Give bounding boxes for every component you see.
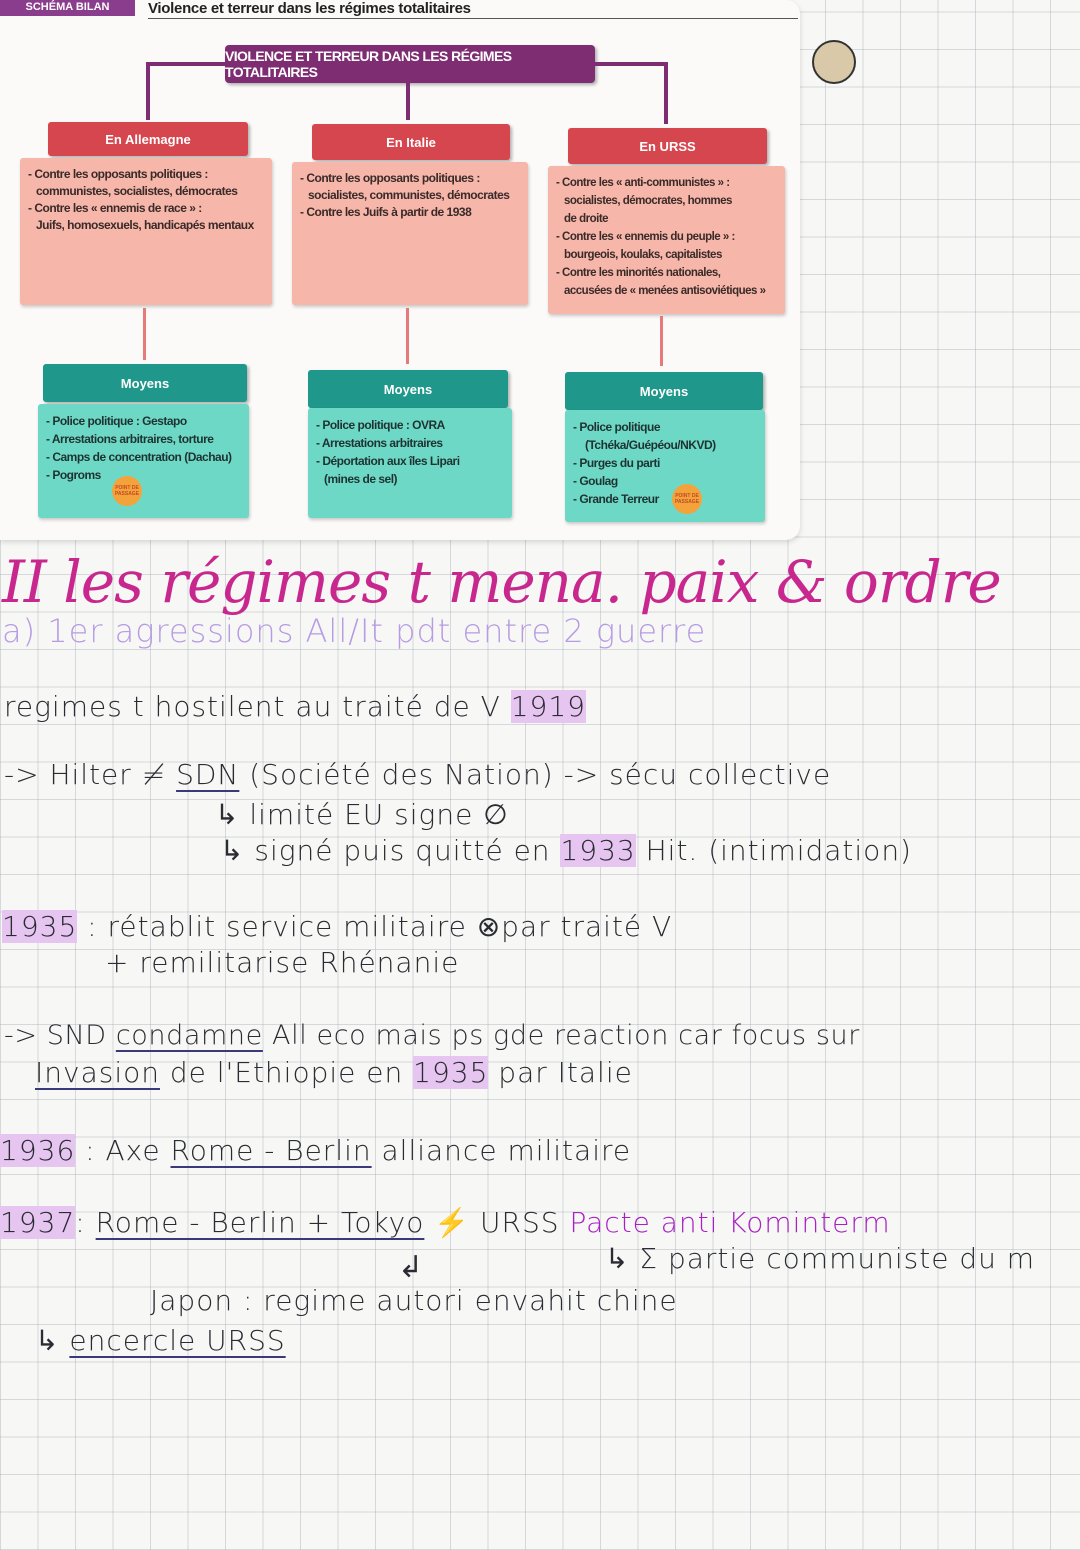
divider [148,18,798,19]
note-line: 1936 : Axe Rome - Berlin alliance milita… [0,1134,631,1167]
underlined-text: Invasion [35,1056,160,1089]
header-urss: En URSS [568,128,767,164]
targets-urss: - Contre les « anti-communistes » : soci… [548,166,785,314]
connector [664,62,668,124]
note-line: regimes t hostilent au traité de V 1919 [4,690,586,723]
text: (Tchéka/Guépéou/NKVD) [585,438,716,452]
text: (Société des Nation) -> sécu collective [239,758,832,791]
text: - Contre les Juifs à partir de 1938 [300,205,472,219]
text: : rétablit service militaire ⊗par traité… [77,910,673,943]
text: - Goulag [573,474,618,488]
text: - Contre les « ennemis de race » : [28,201,202,215]
targets-germany: - Contre les opposants politiques : comm… [20,158,272,305]
text: accusées de « menées antisoviétiques » [564,285,766,297]
text: - Arrestations arbitraires [316,436,443,450]
year-highlight: 1933 [560,834,636,867]
text: ↳ [35,1324,70,1357]
arrow-icon: ↲ [398,1250,425,1285]
text: par Italie [488,1056,633,1089]
underlined-text: SDN [176,758,240,791]
connector [406,83,410,120]
connector [148,62,226,66]
means-urss: - Police politique (Tchéka/Guépéou/NKVD)… [565,410,765,522]
note-line: -> Hilter ≠ SDN (Société des Nation) -> … [4,758,831,791]
underlined-text: Rome - Berlin + Tokyo [95,1206,425,1239]
text: Juifs, homosexuels, handicapés mentaux [36,218,254,232]
note-line: 1935 : rétablit service militaire ⊗par t… [2,910,672,943]
text: - Contre les minorités nationales, [556,267,721,279]
text: - Contre les opposants politiques : [28,167,208,181]
text: All eco mais ps gde reaction car focus s… [262,1020,860,1051]
subsection-title: a) 1er agressions All/It pdt entre 2 gue… [2,612,707,650]
note-line: ↳ Σ partie communiste du m [605,1242,1036,1275]
text: - Contre les « ennemis du peuple » : [556,231,735,243]
text: - Police politique [573,420,661,434]
schema-bilan-card: SCHÉMA BILAN Violence et terreur dans le… [0,0,800,540]
text: : Axe [75,1134,171,1167]
section-title: II les régimes t mena. paix & ordre [2,548,1002,616]
pact-label: Pacte anti Kominterm [569,1206,891,1239]
text: - Camps de concentration (Dachau) [46,450,232,464]
text: - Police politique : OVRA [316,418,445,432]
year-highlight: 1919 [510,690,586,723]
schema-tag: SCHÉMA BILAN [0,0,135,16]
text: - Purges du parti [573,456,660,470]
text: socialistes, communistes, démocrates [308,188,510,202]
text: -> Hilter ≠ [4,758,177,791]
year-highlight: 1935 [2,910,78,943]
text: communistes, socialistes, démocrates [36,184,238,198]
means-header-germany: Moyens [43,364,247,402]
note-line: ↳ signé puis quitté en 1933 Hit. (intimi… [220,834,912,867]
note-line: Invasion de l'Ethiopie en 1935 par Itali… [35,1056,633,1089]
text: (mines de sel) [324,472,398,486]
targets-italy: - Contre les opposants politiques : soci… [292,162,528,305]
text: - Contre les « anti-communistes » : [556,177,730,189]
text: - Grande Terreur [573,492,659,506]
text: : [75,1206,96,1239]
arrow-down [143,308,146,360]
text: ⚡ URSS [424,1206,570,1239]
year-highlight: 1937 [0,1206,76,1239]
means-header-urss: Moyens [565,372,763,410]
text: de l'Ethiopie en [159,1056,414,1089]
text: de droite [564,213,609,225]
text: regimes t hostilent au traité de V [4,690,511,723]
text: alliance militaire [371,1134,632,1167]
underlined-text: condamne [115,1020,263,1051]
central-box: VIOLENCE ET TERREUR DANS LES RÉGIMES TOT… [225,45,595,83]
note-line: ↳ encercle URSS [35,1324,286,1357]
connector [146,62,150,120]
note-line: Japon : regime autori envahit chine [150,1284,678,1317]
year-highlight: 1935 [413,1056,489,1089]
text: bourgeois, koulaks, capitalistes [564,249,722,261]
connector [595,62,667,66]
text: - Contre les opposants politiques : [300,171,480,185]
card-title: Violence et terreur dans les régimes tot… [148,0,471,17]
note-line: ↳ limité EU signe ∅ [215,798,509,831]
badge-icon: POINT DE PASSAGE [112,476,142,506]
note-line: + remilitarise Rhénanie [105,946,460,979]
arrow-down [406,308,409,364]
text: - Pogroms [46,468,101,482]
header-italy: En Italie [312,124,510,160]
underlined-text: encercle URSS [69,1324,286,1357]
text: Hit. (intimidation) [635,834,912,867]
text: - Police politique : Gestapo [46,414,187,428]
text: - Déportation aux îles Lipari [316,454,460,468]
year-highlight: 1936 [0,1134,76,1167]
text: ↳ signé puis quitté en [220,834,561,867]
text: - Arrestations arbitraires, torture [46,432,214,446]
note-line: 1937: Rome - Berlin + Tokyo ⚡ URSS Pacte… [0,1206,891,1239]
means-italy: - Police politique : OVRA - Arrestations… [308,408,512,518]
means-header-italy: Moyens [308,370,508,408]
text: -> SND [4,1020,116,1051]
header-germany: En Allemagne [48,122,248,156]
arrow-down [660,316,663,366]
underlined-text: Rome - Berlin [170,1134,372,1167]
punch-hole [812,40,856,84]
note-line: -> SND condamne All eco mais ps gde reac… [4,1020,860,1051]
badge-icon: POINT DE PASSAGE [672,484,702,514]
text: socialistes, démocrates, hommes [564,195,732,207]
means-germany: - Police politique : Gestapo - Arrestati… [38,404,249,518]
